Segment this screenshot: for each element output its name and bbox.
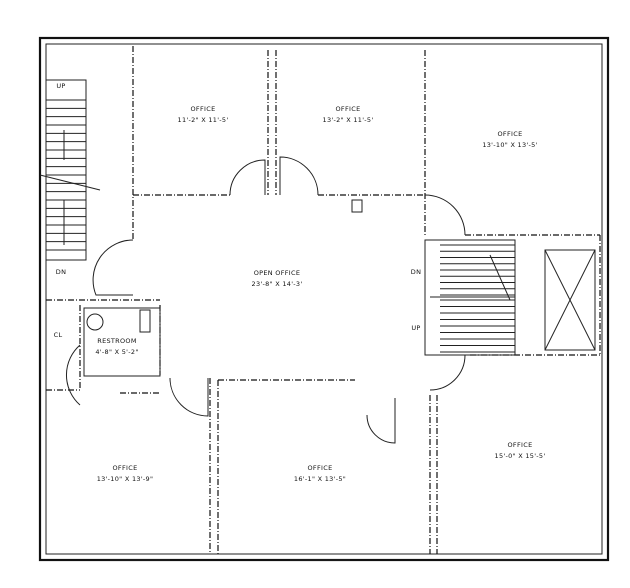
room-name: OPEN OFFICE xyxy=(254,269,301,277)
room-name: OFFICE xyxy=(498,130,523,138)
stair-label: UP xyxy=(56,82,65,90)
room-name: OFFICE xyxy=(308,464,333,472)
room-size: 15'-0" X 15'-5' xyxy=(495,452,546,460)
stair-label: UP xyxy=(411,324,420,332)
room-size: 4'-8" X 5'-2" xyxy=(95,348,138,356)
interior-walls xyxy=(46,46,601,554)
room-size: 11'-2" X 11'-5' xyxy=(178,116,229,124)
room-name: RESTROOM xyxy=(97,337,136,345)
room-name: OFFICE xyxy=(336,105,361,113)
room-name: OFFICE xyxy=(191,105,216,113)
room-size: 23'-8" X 14'-3' xyxy=(252,280,303,288)
right-stair xyxy=(424,239,596,356)
closet-label: CL xyxy=(54,331,63,339)
room-name: OFFICE xyxy=(113,464,138,472)
room-size: 13'-2" X 11'-5' xyxy=(323,116,374,124)
door-swings xyxy=(66,156,466,444)
restroom-fixtures xyxy=(83,307,161,377)
stair-label: DN xyxy=(56,268,66,276)
room-size: 13'-10" X 13'-9" xyxy=(97,475,154,483)
room-size: 13'-10" X 13'-5' xyxy=(482,141,537,149)
room-size: 16'-1" X 13'-5" xyxy=(294,475,346,483)
room-name: OFFICE xyxy=(508,441,533,449)
left-stair xyxy=(39,79,101,261)
stair-label: DN xyxy=(411,268,421,276)
exterior-walls xyxy=(38,36,610,562)
